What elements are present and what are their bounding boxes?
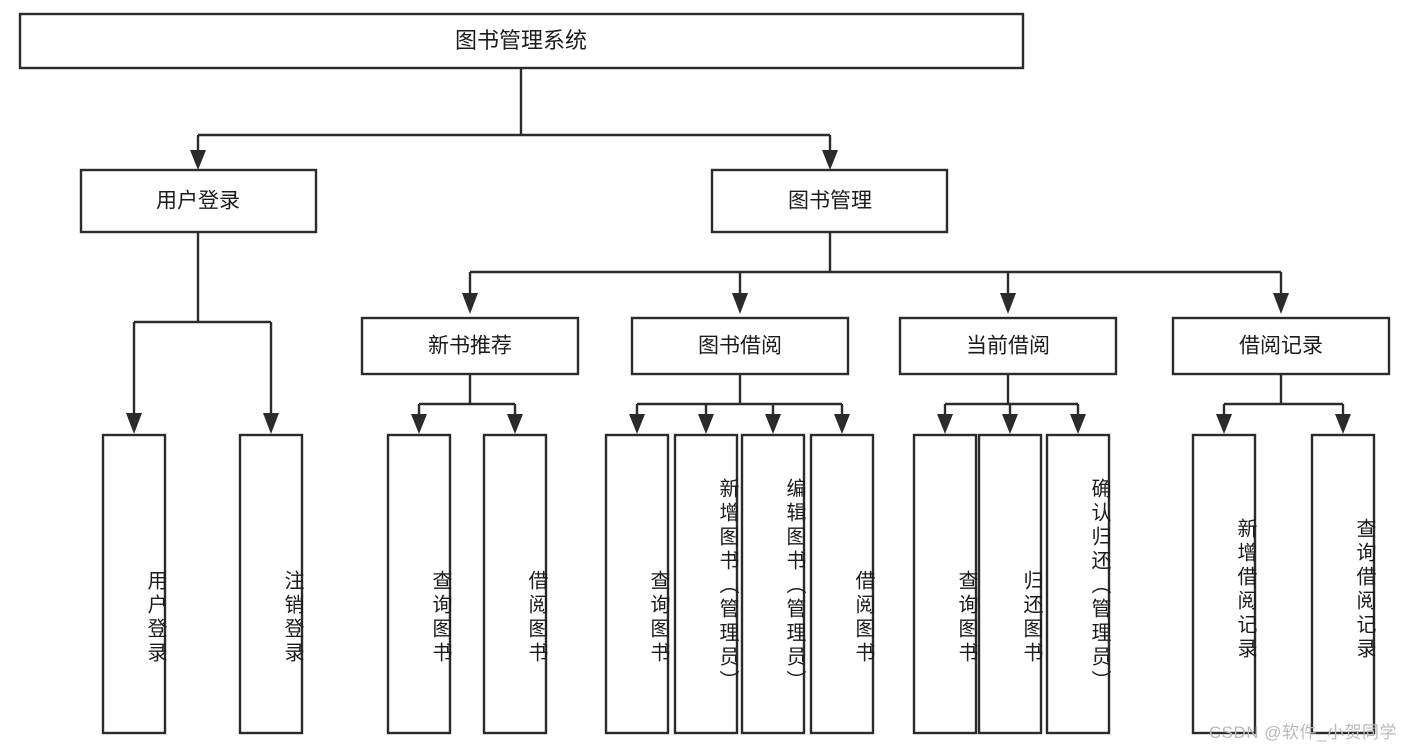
arrow-head-leaf-add-book (698, 414, 714, 434)
leaf-boxes (101, 433, 1376, 735)
arrow-head-leaf-query-book-1 (411, 414, 427, 434)
leaf-box-confirm-return[interactable] (1045, 433, 1111, 735)
node-root[interactable]: 图书管理系统 (18, 12, 1025, 70)
node-new-book-rec-box[interactable] (360, 316, 580, 376)
node-book-borrow-box[interactable] (630, 316, 850, 376)
connector-group-current-borrow (937, 374, 1086, 434)
connector-group-book-manage (462, 232, 1289, 314)
node-borrow-record[interactable]: 借阅记录 (1171, 316, 1391, 376)
arrow-head-leaf-add-record (1216, 414, 1232, 434)
arrow-head-leaf-query-book-2 (629, 414, 645, 434)
arrow-head-current-borrow (1000, 293, 1016, 314)
node-user-login-box[interactable] (79, 168, 318, 234)
connector-group-new-book-rec (411, 374, 523, 434)
leaf-box-query-book-1[interactable] (386, 433, 452, 735)
arrow-head-leaf-logout-login (263, 413, 279, 434)
node-book-manage[interactable]: 图书管理 (710, 168, 949, 234)
node-current-borrow-box[interactable] (898, 316, 1118, 376)
leaf-box-query-record[interactable] (1310, 433, 1376, 735)
node-user-login[interactable]: 用户登录 (79, 168, 318, 234)
leaf-box-edit-book[interactable] (740, 433, 806, 735)
node-new-book-rec-label: 新书推荐 (428, 335, 512, 358)
leaf-box-add-record[interactable] (1191, 433, 1257, 735)
node-user-login-label: 用户登录 (156, 190, 240, 213)
node-current-borrow[interactable]: 当前借阅 (898, 316, 1118, 376)
arrow-head-leaf-edit-book (765, 414, 781, 434)
leaf-box-borrow-book-2[interactable] (809, 433, 875, 735)
connector-group-book-borrow (629, 374, 850, 434)
arrow-head-leaf-query-book-3 (937, 414, 953, 434)
node-book-borrow[interactable]: 图书借阅 (630, 316, 850, 376)
arrow-head-borrow-record (1273, 293, 1289, 314)
watermark-text: CSDN @软件_小贺同学 (1208, 723, 1397, 742)
leaf-box-query-book-2[interactable] (604, 433, 670, 735)
arrow-head-leaf-return-book (1002, 414, 1018, 434)
arrow-head-leaf-borrow-book-2 (834, 414, 850, 434)
arrow-head-book-borrow (732, 293, 748, 314)
arrow-head-user-login (190, 150, 206, 170)
node-book-manage-box[interactable] (710, 168, 949, 234)
leaf-box-user-login[interactable] (101, 433, 167, 735)
node-root-box[interactable] (18, 12, 1025, 70)
arrow-head-leaf-borrow-book-1 (507, 414, 523, 434)
leaf-box-logout-login[interactable] (238, 433, 304, 735)
node-book-borrow-label: 图书借阅 (698, 335, 782, 358)
node-borrow-record-box[interactable] (1171, 316, 1391, 376)
arrow-head-leaf-user-login (126, 413, 142, 434)
node-new-book-rec[interactable]: 新书推荐 (360, 316, 580, 376)
connector-group-borrow-record (1216, 374, 1351, 434)
node-book-manage-label: 图书管理 (788, 190, 872, 213)
arrow-head-leaf-query-record (1335, 414, 1351, 434)
node-root-label: 图书管理系统 (455, 28, 587, 53)
connector-group-user-login (126, 232, 279, 434)
arrow-head-new-book-rec (462, 293, 478, 314)
arrow-head-book-manage (822, 150, 838, 170)
node-current-borrow-label: 当前借阅 (966, 335, 1050, 358)
arrow-head-leaf-confirm-return (1070, 414, 1086, 434)
leaf-box-add-book[interactable] (673, 433, 739, 735)
leaf-box-borrow-book-1[interactable] (482, 433, 548, 735)
leaf-box-query-book-3[interactable] (912, 433, 978, 735)
node-borrow-record-label: 借阅记录 (1239, 335, 1323, 358)
leaf-box-return-book[interactable] (977, 433, 1043, 735)
connector-group-root (190, 68, 838, 170)
